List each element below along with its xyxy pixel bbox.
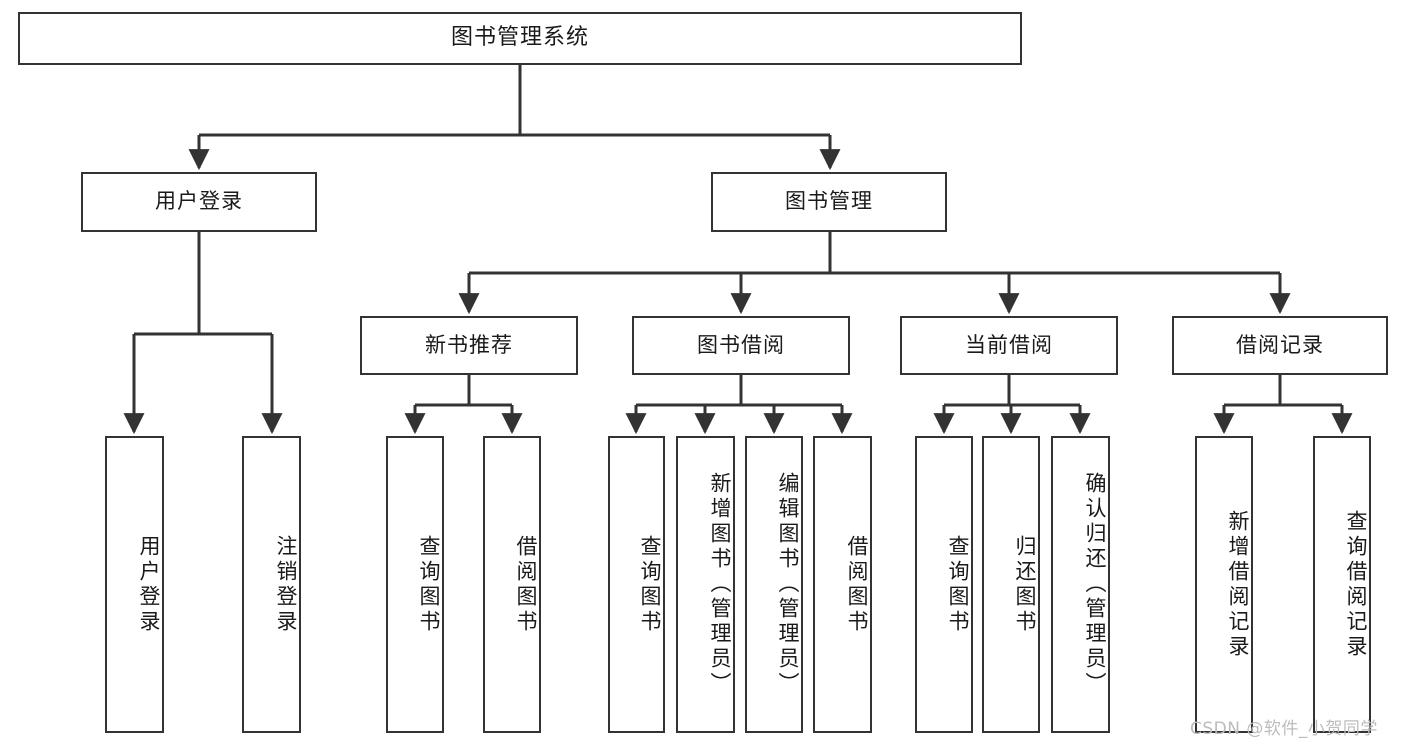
node-book-manage[interactable]: 图书管理 [711, 172, 947, 232]
node-leaf-add-book[interactable]: 新增图书（管理员） [676, 436, 735, 733]
node-leaf-add-record[interactable]: 新增借阅记录 [1195, 436, 1253, 733]
csdn-watermark: CSDN @软件_小贺同学 [1190, 719, 1378, 739]
node-leaf-edit-book[interactable]: 编辑图书（管理员） [745, 436, 803, 733]
node-leaf-query-book-3[interactable]: 查询图书 [915, 436, 973, 733]
node-leaf-query-book-2[interactable]: 查询图书 [608, 436, 665, 733]
node-book-borrow[interactable]: 图书借阅 [632, 316, 850, 375]
node-leaf-query-book-1[interactable]: 查询图书 [386, 436, 444, 733]
node-leaf-user-login[interactable]: 用户登录 [105, 436, 164, 733]
node-user-login[interactable]: 用户登录 [81, 172, 317, 232]
node-leaf-borrow-book-2[interactable]: 借阅图书 [813, 436, 872, 733]
node-leaf-confirm-return[interactable]: 确认归还（管理员） [1051, 436, 1110, 733]
node-root[interactable]: 图书管理系统 [18, 12, 1022, 65]
node-leaf-logout[interactable]: 注销登录 [242, 436, 301, 733]
node-current-borrow[interactable]: 当前借阅 [900, 316, 1118, 375]
node-borrow-record[interactable]: 借阅记录 [1172, 316, 1388, 375]
node-leaf-borrow-book-1[interactable]: 借阅图书 [483, 436, 541, 733]
node-leaf-return-book[interactable]: 归还图书 [982, 436, 1040, 733]
node-new-book-recommend[interactable]: 新书推荐 [360, 316, 578, 375]
node-leaf-query-record[interactable]: 查询借阅记录 [1313, 436, 1371, 733]
